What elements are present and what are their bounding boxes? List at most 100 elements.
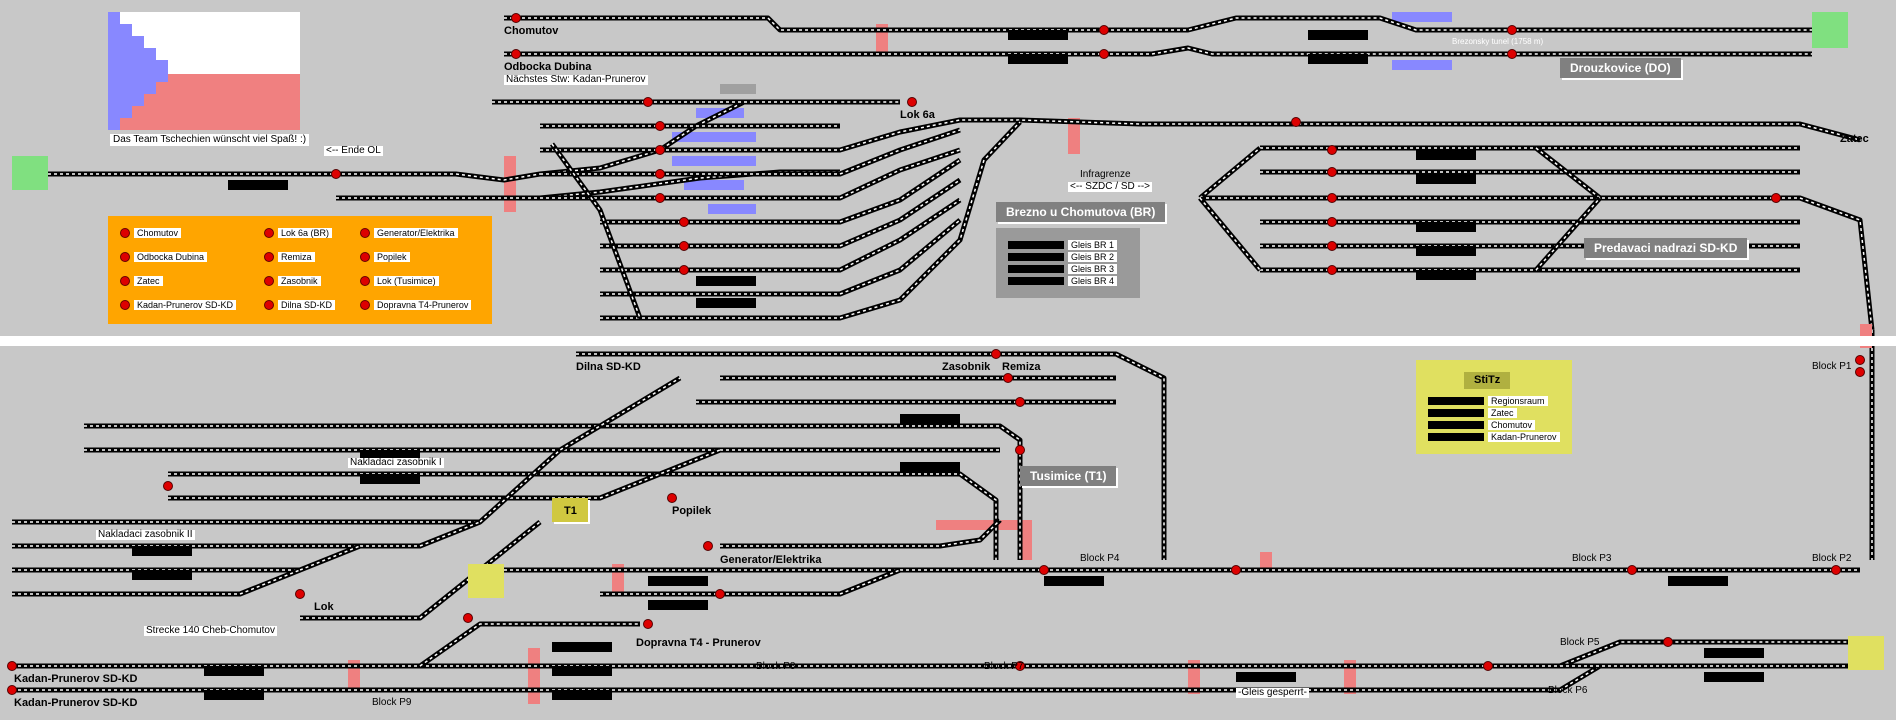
legend-item[interactable]: Chomutov [120,228,182,238]
track-display[interactable] [360,450,420,460]
station-popilek[interactable]: Popilek [672,505,712,517]
block-p7[interactable]: Block P7 [984,661,1024,672]
track-segment-ties[interactable] [12,521,481,547]
signal-light[interactable] [1771,193,1781,203]
signal-light[interactable] [511,13,521,23]
signal-light[interactable] [1231,565,1241,575]
platform-marker[interactable] [1392,60,1452,70]
legend-item[interactable]: Kadan-Prunerov SD-KD [120,300,237,310]
station-generator[interactable]: Generator/Elektrika [720,554,822,566]
signal-light[interactable] [1831,565,1841,575]
exit-p5-marker[interactable] [1848,636,1884,670]
track-display[interactable] [552,690,612,700]
block-p3[interactable]: Block P3 [1572,553,1612,564]
track-segment-ties[interactable] [168,449,721,499]
signal-light[interactable] [1327,145,1337,155]
track-display[interactable] [1704,672,1764,682]
legend-item[interactable]: Lok 6a (BR) [264,228,333,238]
track-segment-ties[interactable] [600,159,961,223]
legend-item[interactable]: Zatec [120,276,163,286]
track-segment-ties[interactable] [12,101,900,181]
signal-light[interactable] [7,661,17,671]
station-remiza[interactable]: Remiza [1002,361,1041,373]
track-display[interactable] [1416,150,1476,160]
track-segment-ties[interactable] [1199,147,1261,199]
track-display[interactable] [1008,54,1068,64]
track-segment-ties[interactable] [419,623,640,667]
track-display[interactable] [900,462,960,472]
signal-light[interactable] [511,49,521,59]
station-zatec[interactable]: Zatec [1840,133,1869,145]
track-segment-ties[interactable] [1200,197,1873,331]
signal-light[interactable] [7,685,17,695]
track-segment-ties[interactable] [12,641,1860,667]
track-segment-ties[interactable] [540,119,1861,151]
track-segment-ties[interactable] [1535,197,1601,271]
signal-light[interactable] [715,589,725,599]
tag-drouzkovice[interactable]: Drouzkovice (DO) [1560,58,1681,78]
signal-light[interactable] [1663,637,1673,647]
track-display[interactable] [1044,576,1104,586]
signal-light[interactable] [1483,661,1493,671]
exit-zatec-marker[interactable] [1812,12,1848,48]
track-display[interactable] [1236,672,1296,682]
station-dopravna[interactable]: Dopravna T4 - Prunerov [636,637,761,649]
legend-item[interactable]: Lok (Tusimice) [360,276,439,286]
track-segment[interactable] [600,218,962,297]
signal-light[interactable] [1327,241,1337,251]
occupied-section[interactable] [1068,118,1080,154]
signal-light[interactable] [1855,355,1865,365]
track-segment-ties[interactable] [600,569,901,595]
track-display[interactable] [552,642,612,652]
track-display[interactable] [648,600,708,610]
legend-item[interactable]: Zasobnik [264,276,321,286]
track-display[interactable] [204,666,264,676]
legend-item[interactable]: Dilna SD-KD [264,300,336,310]
stitz-item[interactable]: Zatec [1428,408,1517,418]
occupied-section[interactable] [936,520,1020,530]
station-chomutov[interactable]: Chomutov [504,25,559,37]
signal-light[interactable] [655,145,665,155]
track-display[interactable] [360,474,420,484]
track-segment-ties[interactable] [12,569,301,595]
signal-light[interactable] [1099,25,1109,35]
station-lok-6a[interactable]: Lok 6a [900,109,935,121]
platform-marker[interactable] [1392,12,1452,22]
legend-item[interactable]: Popilek [360,252,410,262]
track-segment-ties[interactable] [504,17,1812,31]
track-display[interactable] [1308,54,1368,64]
track-segment[interactable] [504,15,1812,33]
signal-light[interactable] [1327,217,1337,227]
stitz-item[interactable]: Kadan-Prunerov [1428,432,1560,442]
station-zasobnik[interactable]: Zasobnik [942,361,991,373]
track-segment-ties[interactable] [551,143,641,319]
occupied-section[interactable] [1260,552,1272,572]
signal-light[interactable] [703,541,713,551]
track-segment-ties[interactable] [12,665,1601,691]
block-p4[interactable]: Block P4 [1080,553,1120,564]
tag-predavaci[interactable]: Predavaci nadrazi SD-KD [1584,238,1748,258]
legend-item[interactable]: Generator/Elektrika [360,228,458,238]
block-p8[interactable]: Block P8 [756,661,796,672]
track-display[interactable] [132,570,192,580]
signal-light[interactable] [331,169,341,179]
station-kadan-1[interactable]: Kadan-Prunerov SD-KD [14,673,138,685]
signal-light[interactable] [643,619,653,629]
track-segment-ties[interactable] [576,353,1165,560]
signal-light[interactable] [1327,167,1337,177]
track-display[interactable] [696,298,756,308]
track-segment-ties[interactable] [540,149,961,199]
block-p2[interactable]: Block P2 [1812,553,1852,564]
platform-marker[interactable] [672,156,756,166]
track-segment-ties[interactable] [600,219,961,295]
signal-light[interactable] [1003,373,1013,383]
signal-light[interactable] [163,481,173,491]
stitz-item[interactable]: Chomutov [1428,420,1536,430]
track-segment-ties[interactable] [1199,197,1261,271]
signal-light[interactable] [1291,117,1301,127]
block-p6[interactable]: Block P6 [1548,685,1588,696]
exit-west-marker[interactable] [12,156,48,190]
signal-light[interactable] [1507,25,1517,35]
